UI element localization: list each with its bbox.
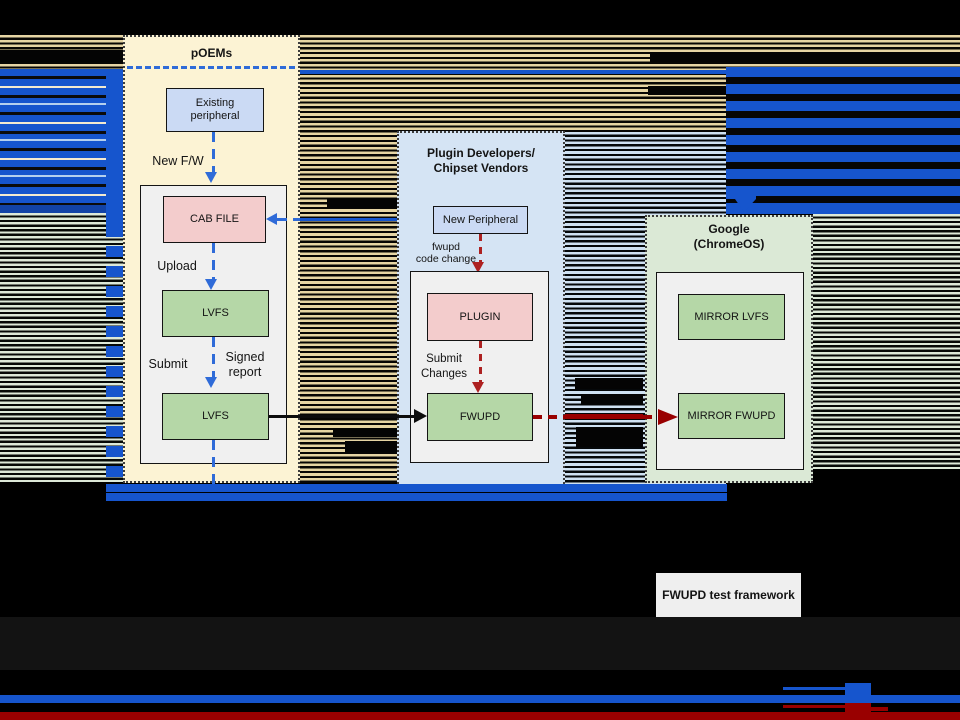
- glitch-blue-square: [845, 683, 871, 695]
- arrowhead-newperiph-to-cab: [266, 213, 277, 225]
- dashed-tail-below-lvfs: [211, 440, 215, 492]
- glitch-blue-band-bottom: [0, 695, 960, 703]
- glitch-gray-band: [0, 617, 960, 670]
- new-fw-label: New F/W: [152, 154, 204, 168]
- glitch-blue-bar-2: [106, 492, 727, 501]
- fwupd-code-change-label: fwupd code change: [403, 241, 489, 265]
- fwupd-box-label: FWUPD: [459, 410, 501, 423]
- new-peripheral-label: New Peripheral: [442, 213, 519, 226]
- glitch-bar: [345, 441, 397, 452]
- glitch-red-notch: [871, 707, 888, 711]
- mirror-lvfs-box: MIRROR LVFS: [678, 294, 785, 340]
- mirror-fwupd-box: MIRROR FWUPD: [678, 393, 785, 439]
- signed-report-line2: report: [228, 365, 262, 379]
- dash-fwupd-to-mirror-right: [643, 415, 658, 419]
- glitch-stripes-left-of-plugin: [300, 70, 397, 483]
- line-fwupd-to-mirror-solid: [565, 414, 643, 419]
- glitch-blue-column-solid: [106, 69, 123, 226]
- fwupd-box: FWUPD: [427, 393, 533, 441]
- new-peripheral-box: New Peripheral: [433, 206, 528, 234]
- lvfs-box-2: LVFS: [162, 393, 269, 440]
- submit-changes-line2: Changes: [420, 368, 468, 380]
- submit-changes-line1: Submit: [426, 353, 462, 365]
- existing-peripheral-box: Existing peripheral: [166, 88, 264, 132]
- poems-dashed-divider: [127, 66, 295, 69]
- glitch-blue-bars-right: [726, 67, 960, 205]
- arrowhead-newperiph-to-plugin: [472, 262, 484, 273]
- glitch-stripes-bottom-left: [0, 213, 123, 482]
- mirror-lvfs-label: MIRROR LVFS: [694, 310, 769, 323]
- glitch-blue-hline: [300, 70, 726, 74]
- mirror-fwupd-label: MIRROR FWUPD: [687, 409, 776, 422]
- glitch-stripes-right-top: [565, 70, 726, 132]
- arrow-cab-to-lvfs: [211, 243, 215, 280]
- existing-peripheral-label-line2: peripheral: [190, 110, 240, 122]
- plugin-box-label: PLUGIN: [459, 310, 501, 323]
- glitch-blue-strip-right: [726, 205, 960, 214]
- arrow-lvfs-to-lvfs: [211, 337, 215, 377]
- arrowhead-fwupd-to-mirror: [658, 409, 678, 425]
- google-panel-title: Google (ChromeOS): [645, 222, 813, 252]
- plugin-title-line1: Plugin Developers/: [426, 146, 536, 160]
- cab-file-label: CAB FILE: [190, 213, 239, 225]
- signed-report-label: Signed report: [217, 350, 273, 380]
- glitch-blue-column-dashed: [106, 226, 123, 490]
- glitch-red-line-small: [783, 705, 845, 708]
- glitch-blue-band-left: [0, 69, 123, 213]
- fwupd-test-framework-box: FWUPD test framework: [656, 573, 801, 617]
- arrow-existing-to-cab: [211, 132, 215, 172]
- glitch-bar: [333, 428, 397, 437]
- dash-fwupd-to-mirror-left: [533, 415, 565, 419]
- google-title-line2: (ChromeOS): [693, 237, 765, 251]
- arrowhead-lvfs-to-fwupd: [414, 409, 427, 423]
- glitch-stripes-above-plugin: [397, 70, 565, 131]
- google-title-line1: Google: [708, 222, 750, 236]
- arrowhead-plugin-to-fwupd: [472, 382, 484, 393]
- glitch-bar: [576, 427, 643, 447]
- lvfs-1-label: LVFS: [202, 307, 229, 319]
- glitch-blue-band-left-edge: [0, 205, 123, 213]
- existing-peripheral-label-line1: Existing: [195, 97, 235, 109]
- fwupd-code-change-line1: fwupd: [431, 241, 461, 253]
- lvfs-2-label: LVFS: [202, 410, 229, 422]
- lvfs-box-1: LVFS: [162, 290, 269, 337]
- submit-label: Submit: [148, 357, 188, 371]
- signed-report-line1: Signed: [225, 350, 265, 364]
- glitch-bar: [648, 86, 726, 95]
- glitch-blue-bar-1: [106, 484, 727, 492]
- plugin-box: PLUGIN: [427, 293, 533, 341]
- line-newperiph-to-cab-mid: [300, 217, 397, 221]
- glitch-bar: [575, 378, 643, 389]
- glitch-bar: [581, 394, 643, 405]
- poems-panel-title: pOEMs: [190, 46, 233, 60]
- fwupd-code-change-line2: code change: [415, 253, 477, 265]
- cab-file-box: CAB FILE: [163, 196, 266, 243]
- arrow-newperiph-to-plugin: [478, 234, 482, 263]
- arrowhead-cab-to-lvfs: [205, 279, 217, 290]
- arrow-plugin-to-fwupd: [478, 341, 482, 382]
- glitch-bar: [327, 198, 397, 208]
- arrowhead-existing-to-cab: [205, 172, 217, 183]
- dash-newperiph-to-cab-left: [277, 217, 300, 221]
- submit-changes-label: Submit Changes: [404, 352, 484, 382]
- arrowhead-lvfs-to-lvfs: [205, 377, 217, 388]
- glitch-blue-line-small: [783, 687, 845, 690]
- glitch-black-band-left: [0, 50, 123, 62]
- arrow-lvfs-to-fwupd-line: [269, 414, 416, 418]
- plugin-title-line2: Chipset Vendors: [433, 161, 529, 175]
- plugin-panel-title: Plugin Developers/ Chipset Vendors: [397, 146, 565, 176]
- glitch-black-band-right: [650, 52, 960, 62]
- upload-label: Upload: [157, 259, 197, 273]
- glitch-red-band-bottom: [0, 712, 960, 720]
- fwupd-test-framework-label: FWUPD test framework: [662, 587, 795, 602]
- glitch-stripes-far-right: [813, 214, 960, 469]
- glitch-red-square: [845, 703, 871, 713]
